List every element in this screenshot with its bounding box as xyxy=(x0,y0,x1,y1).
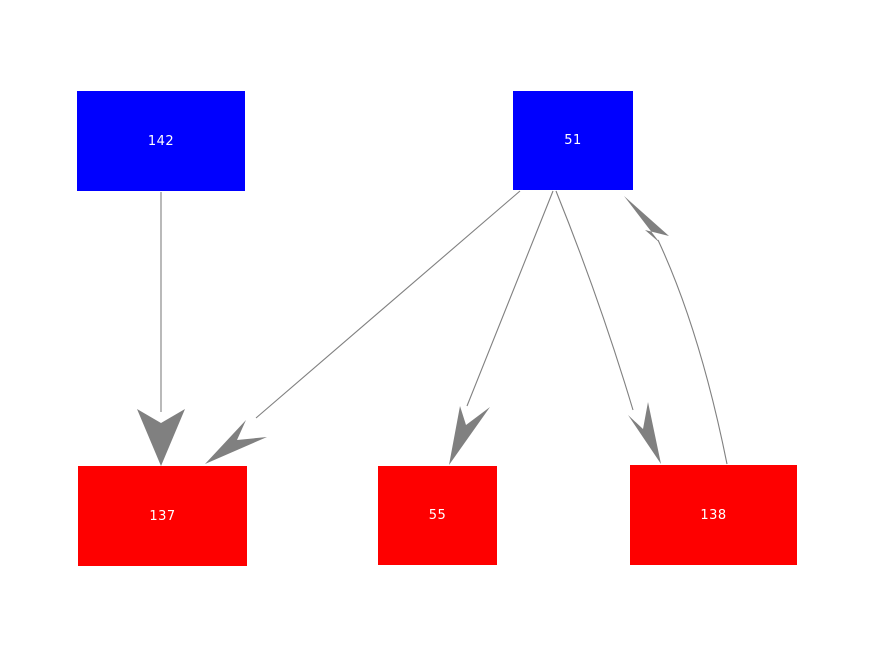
arrowhead-icon xyxy=(624,196,669,243)
edge-51-138[interactable] xyxy=(555,190,661,464)
node-label: 51 xyxy=(564,133,582,148)
edge-51-55[interactable] xyxy=(449,190,554,465)
graph-node-142[interactable]: 142 xyxy=(77,91,245,191)
graph-node-137[interactable]: 137 xyxy=(78,466,247,566)
edge-138-51[interactable] xyxy=(624,196,728,465)
edge-line xyxy=(555,190,634,411)
edge-line xyxy=(657,239,728,465)
edge-51-137[interactable] xyxy=(205,190,521,464)
node-label: 142 xyxy=(147,133,175,149)
edge-line xyxy=(255,190,521,419)
arrowhead-icon xyxy=(628,402,661,464)
graph-node-51[interactable]: 51 xyxy=(513,91,633,190)
edge-142-137[interactable] xyxy=(137,192,185,466)
node-label: 55 xyxy=(428,508,447,523)
edge-line xyxy=(466,190,554,407)
node-label: 137 xyxy=(149,508,176,524)
arrowhead-icon xyxy=(205,420,267,464)
graph-node-55[interactable]: 55 xyxy=(378,466,497,565)
arrowhead-icon xyxy=(137,409,185,466)
arrowhead-icon xyxy=(449,406,490,465)
node-label: 138 xyxy=(700,507,727,523)
graph-node-138[interactable]: 138 xyxy=(630,465,797,565)
